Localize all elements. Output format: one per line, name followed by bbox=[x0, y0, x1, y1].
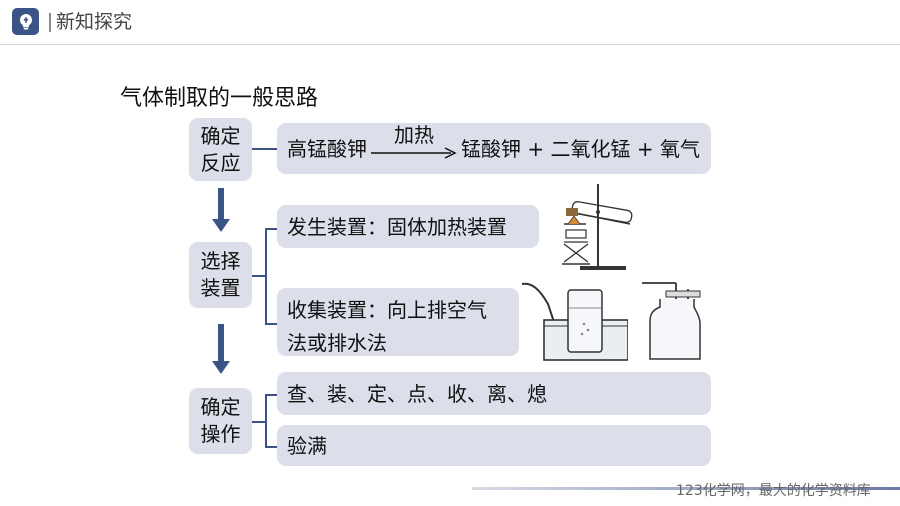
stage-operation-line2: 操作 bbox=[200, 422, 241, 446]
stage-apparatus-line1: 选择 bbox=[200, 249, 241, 273]
flow-arrow-1-head bbox=[212, 219, 230, 232]
reaction-condition: 加热 bbox=[394, 122, 434, 147]
water-collection-illustration bbox=[521, 282, 628, 361]
reaction-equation-box: 高锰酸钾 加热 锰酸钾 + 二氧化锰 + 氧气 bbox=[277, 123, 711, 174]
steps-box: 查、装、定、点、收、离、熄 bbox=[277, 372, 711, 415]
heating-apparatus-illustration bbox=[562, 184, 633, 270]
apparatus-stub bbox=[252, 275, 266, 277]
products-text: 锰酸钾 + 二氧化锰 + 氧气 bbox=[461, 136, 700, 161]
operation-bracket bbox=[265, 394, 278, 448]
reaction-connector bbox=[252, 148, 278, 150]
collection-text-line2: 法或排水法 bbox=[287, 331, 387, 355]
header-divider bbox=[49, 13, 51, 32]
header-rule bbox=[0, 44, 900, 45]
stage-apparatus-box: 选择 装置 bbox=[189, 242, 252, 308]
check-text: 验满 bbox=[287, 433, 327, 458]
stage-operation-box: 确定 操作 bbox=[189, 388, 252, 454]
reactant-text: 高锰酸钾 bbox=[287, 136, 367, 161]
stage-reaction-line2: 反应 bbox=[200, 150, 241, 175]
collection-text-line1: 收集装置：向上排空气 bbox=[287, 298, 487, 322]
check-box: 验满 bbox=[277, 425, 711, 466]
page-title: 气体制取的一般思路 bbox=[120, 86, 319, 111]
section-title: 新知探究 bbox=[56, 11, 133, 33]
operation-stub bbox=[252, 421, 266, 423]
generation-text: 发生装置：固体加热装置 bbox=[287, 214, 507, 239]
steps-text: 查、装、定、点、收、离、熄 bbox=[287, 381, 547, 406]
flow-arrow-2 bbox=[218, 324, 224, 362]
stage-operation-line1: 确定 bbox=[200, 395, 241, 419]
stage-reaction-line1: 确定 bbox=[200, 123, 241, 148]
footer-rule bbox=[472, 487, 900, 490]
lightbulb-icon bbox=[12, 8, 39, 35]
air-collection-illustration bbox=[642, 282, 701, 360]
generation-box: 发生装置：固体加热装置 bbox=[277, 205, 539, 248]
reaction-arrow: 加热 bbox=[371, 123, 457, 164]
collection-box: 收集装置：向上排空气 法或排水法 bbox=[277, 288, 519, 356]
flow-arrow-2-head bbox=[212, 361, 230, 374]
apparatus-bracket bbox=[265, 228, 278, 325]
arrow-right-icon bbox=[371, 146, 457, 159]
footer-watermark: 123化学网，最大的化学资料库 bbox=[676, 483, 871, 499]
stage-reaction-box: 确定 反应 bbox=[189, 118, 252, 181]
stage-apparatus-line2: 装置 bbox=[200, 276, 241, 300]
flow-arrow-1 bbox=[218, 188, 224, 220]
